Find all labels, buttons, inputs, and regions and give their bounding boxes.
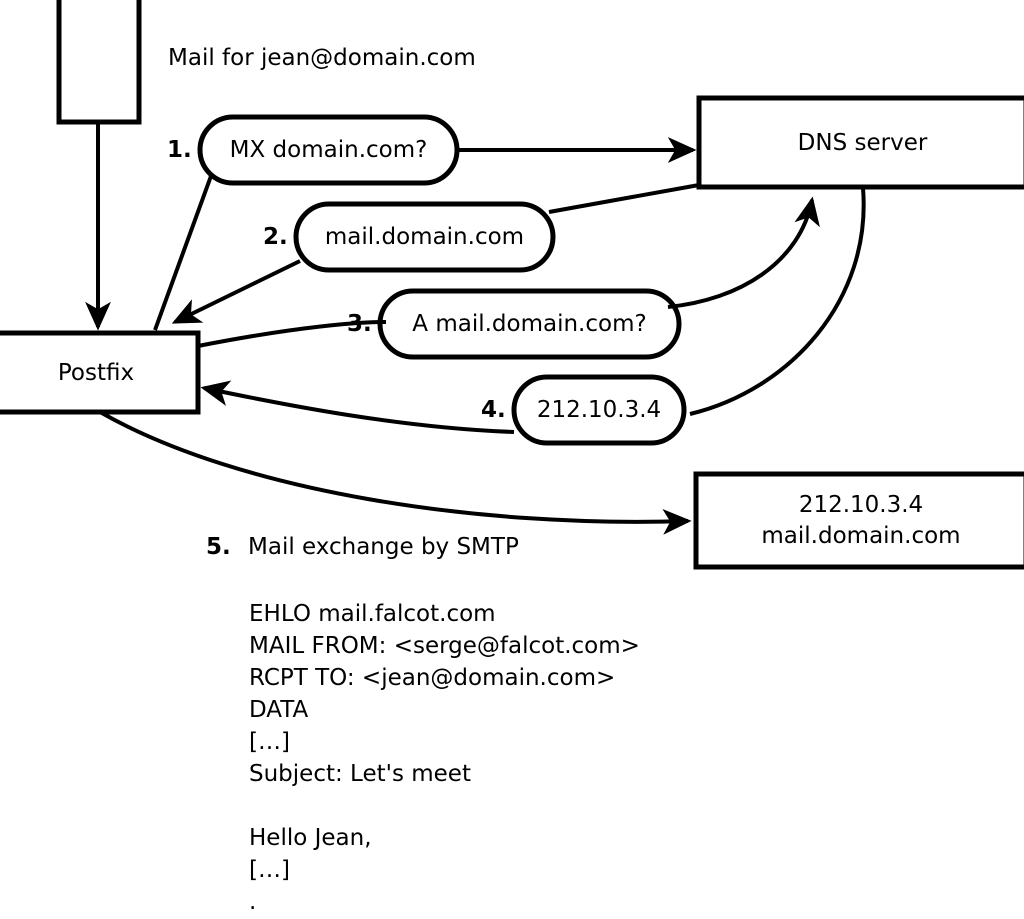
smtp-line: DATA bbox=[249, 697, 309, 723]
step-1-number: 1. bbox=[167, 137, 192, 163]
connector-postfix-to-step1 bbox=[153, 175, 213, 331]
postfix-box-label: Postfix bbox=[57, 359, 135, 386]
step-3-number: 3. bbox=[347, 311, 372, 337]
smtp-transcript: EHLO mail.falcot.com MAIL FROM: <serge@f… bbox=[249, 601, 640, 919]
smtp-line: . bbox=[249, 889, 257, 915]
connector-postfix-to-step3 bbox=[197, 320, 387, 348]
smtp-line: EHLO mail.falcot.com bbox=[249, 601, 496, 627]
mail-server-ip: 212.10.3.4 bbox=[798, 492, 924, 518]
client-box-shape bbox=[56, 0, 142, 125]
mail-server-box-shape bbox=[693, 471, 1024, 570]
connector-step2-to-postfix bbox=[171, 259, 301, 324]
step-4-pill-shape bbox=[511, 374, 687, 446]
step-2-pill-label: mail.domain.com bbox=[324, 224, 525, 250]
step-4-number: 4. bbox=[481, 397, 506, 423]
step-5-number: 5. bbox=[206, 534, 231, 560]
mail-server-box-label: 212.10.3.4 mail.domain.com bbox=[696, 474, 1024, 567]
connector-postfix-to-mail-server bbox=[99, 410, 692, 535]
smtp-line: […] bbox=[249, 857, 290, 883]
step-4-pill-label: 212.10.3.4 bbox=[536, 397, 662, 423]
connector-dns-to-step2 bbox=[548, 183, 700, 214]
step-2-number: 2. bbox=[263, 224, 288, 250]
step-3-pill-label: A mail.domain.com? bbox=[412, 311, 647, 337]
connector-dns-to-step4 bbox=[689, 187, 866, 416]
step-2-pill-shape bbox=[293, 201, 556, 273]
smtp-line bbox=[249, 793, 640, 825]
dns-server-box-shape bbox=[696, 95, 1024, 190]
smtp-line: Subject: Let's meet bbox=[249, 761, 471, 787]
step-1-pill-label: MX domain.com? bbox=[229, 137, 428, 163]
smtp-line: MAIL FROM: <serge@falcot.com> bbox=[249, 633, 640, 659]
dns-server-box-label: DNS server bbox=[797, 129, 928, 156]
postfix-box-shape bbox=[0, 330, 201, 415]
connector-step3-to-dns bbox=[667, 196, 820, 309]
mail-server-hostname: mail.domain.com bbox=[761, 523, 961, 549]
smtp-line: RCPT TO: <jean@domain.com> bbox=[249, 665, 616, 691]
connector-step4-to-postfix bbox=[200, 380, 515, 434]
smtp-line: […] bbox=[249, 729, 290, 755]
step-5-label: Mail exchange by SMTP bbox=[248, 534, 519, 560]
page-title: Mail for jean@domain.com bbox=[168, 45, 476, 71]
smtp-line: Hello Jean, bbox=[249, 825, 372, 851]
